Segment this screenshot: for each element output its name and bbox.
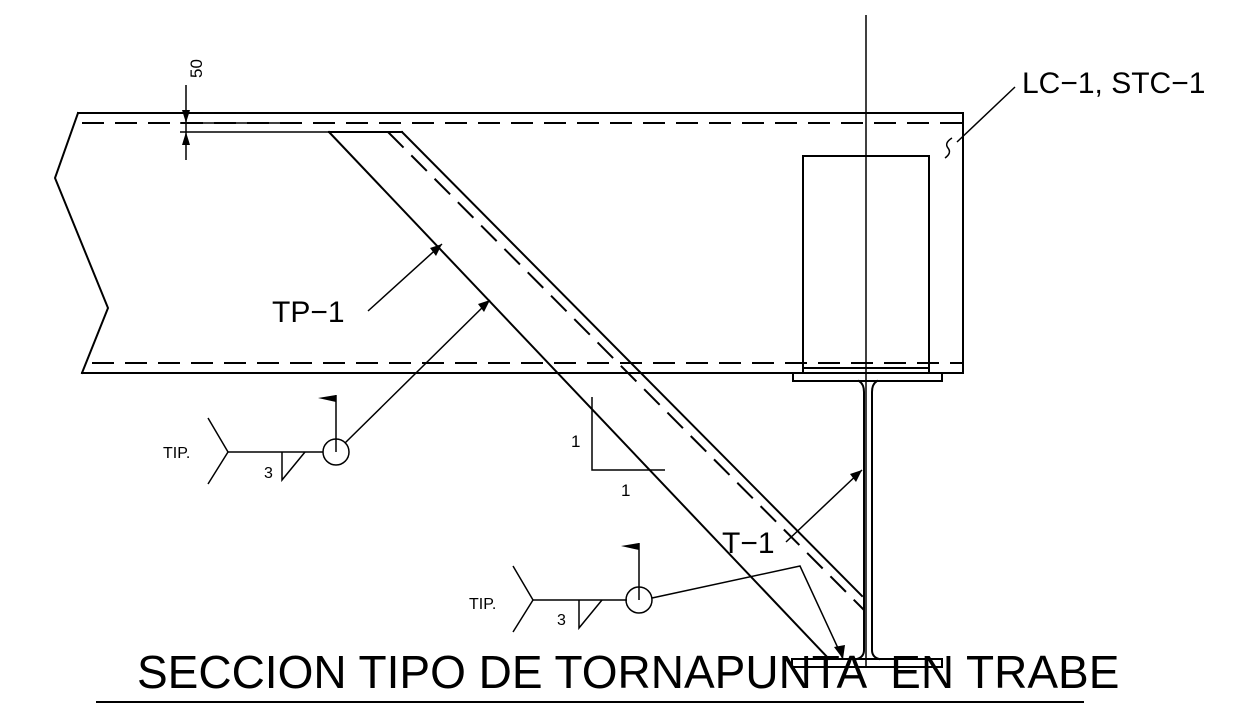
dimension-value: 50 — [187, 59, 206, 78]
drawing-title: SECCION TIPO DE TORNAPUNTA EN TRABE — [137, 646, 1119, 698]
label-t: T−1 — [722, 527, 775, 560]
slope-rise: 1 — [571, 432, 580, 451]
i-section — [791, 372, 943, 668]
beam — [53, 111, 964, 375]
weld-symbol-1 — [207, 299, 491, 485]
brace — [327, 130, 865, 661]
t-leader — [785, 469, 863, 543]
weld-2-size: 3 — [557, 612, 566, 629]
tp-leader — [367, 243, 443, 312]
slope-run: 1 — [621, 481, 630, 500]
weld-2-tail: TIP. — [469, 596, 496, 613]
slope-triangle — [591, 397, 665, 471]
weld-1-size: 3 — [264, 465, 273, 482]
lc-leader — [944, 86, 1016, 159]
weld-symbol-2 — [512, 543, 845, 660]
label-lc-stc: LC−1, STC−1 — [1022, 67, 1205, 100]
weld-1-tail: TIP. — [163, 445, 190, 462]
label-tp: TP−1 — [272, 296, 345, 329]
dimension-50 — [180, 85, 329, 160]
column-box — [802, 155, 930, 374]
